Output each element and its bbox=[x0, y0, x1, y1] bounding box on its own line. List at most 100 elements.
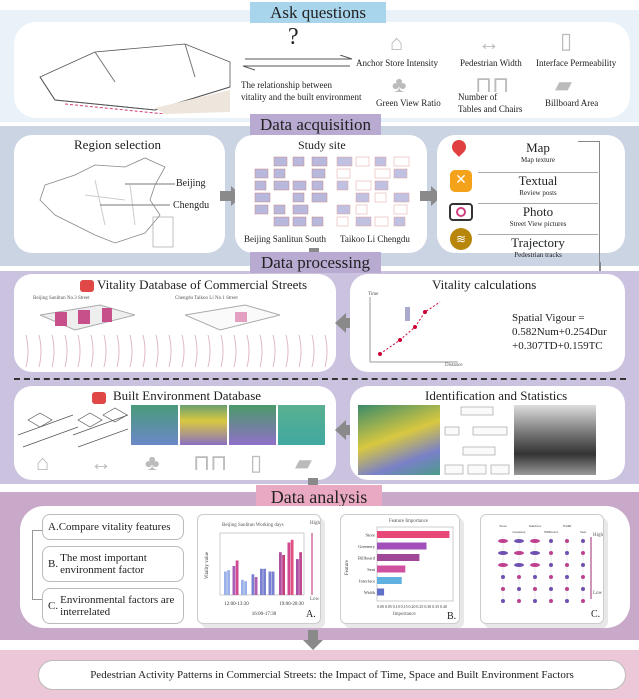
bar bbox=[232, 566, 236, 595]
vitality-calculations-title: Vitality calculations bbox=[432, 277, 537, 292]
bar bbox=[287, 542, 291, 595]
building-block bbox=[273, 156, 288, 167]
chairs-icon: ⊓⊓ bbox=[193, 450, 228, 475]
bar bbox=[268, 571, 272, 595]
window-icon: ▯ bbox=[250, 450, 263, 475]
building-block bbox=[374, 168, 391, 179]
store-icon: ⌂ bbox=[36, 450, 50, 475]
bar bbox=[260, 568, 263, 595]
building-block bbox=[311, 192, 328, 203]
street-a-model bbox=[40, 304, 135, 331]
chart-a-tag: A. bbox=[306, 609, 316, 620]
tree-icon: ♣ bbox=[392, 72, 407, 97]
building-block bbox=[374, 192, 387, 203]
building-block bbox=[393, 168, 408, 179]
building-block bbox=[374, 156, 387, 167]
dot bbox=[533, 587, 537, 591]
item-letter: B. bbox=[48, 558, 59, 570]
chart-b-title: Feature Importance bbox=[389, 519, 429, 524]
building-block bbox=[254, 192, 271, 203]
dot bbox=[565, 563, 569, 567]
vitality-profile bbox=[116, 334, 120, 368]
vitality-profile bbox=[324, 334, 328, 368]
dot bbox=[549, 563, 553, 567]
plot-frame bbox=[376, 526, 454, 602]
vitality-profile bbox=[25, 334, 29, 368]
wifi-icon: ≋ bbox=[450, 228, 472, 250]
store-icon: ⌂ bbox=[390, 30, 404, 55]
study-site-title: Study site bbox=[298, 138, 346, 152]
item-letter: A. bbox=[48, 521, 59, 533]
chart-a-card: Beijing Sanlitun Working days High Low 1… bbox=[197, 514, 321, 624]
source-trajectory-title: Trajectory bbox=[511, 235, 565, 250]
conclusion-box: Pedestrian Activity Patterns in Commerci… bbox=[38, 660, 626, 690]
dot bbox=[514, 539, 524, 543]
building-block bbox=[273, 180, 290, 191]
tree-icon: ♣ bbox=[145, 450, 160, 475]
building-block bbox=[254, 180, 267, 191]
bar bbox=[235, 560, 239, 595]
chairs-icon: ⊓⊓ bbox=[475, 72, 510, 97]
vitality-profile bbox=[168, 334, 172, 368]
column-label: Interface bbox=[529, 524, 542, 528]
building-block bbox=[311, 216, 324, 227]
dot bbox=[530, 563, 540, 567]
building-block bbox=[292, 204, 309, 215]
item-text: The most important environment factor bbox=[60, 552, 147, 576]
database-icon bbox=[80, 280, 94, 292]
building-block bbox=[254, 204, 269, 215]
source-photo-sub: Street View pictures bbox=[509, 220, 567, 228]
vitality-profile bbox=[51, 334, 55, 368]
analysis-item-b: B.The most important environment factor bbox=[42, 546, 184, 582]
dot bbox=[549, 575, 553, 579]
vitality-profile bbox=[194, 334, 198, 368]
chart-b-tag: B. bbox=[447, 611, 457, 622]
building-block bbox=[273, 216, 290, 227]
dot bbox=[517, 587, 521, 591]
dot bbox=[533, 599, 537, 603]
bar bbox=[279, 552, 282, 595]
building-block bbox=[336, 180, 349, 191]
bar bbox=[299, 552, 302, 595]
building-block bbox=[374, 216, 389, 227]
segmented-photo bbox=[180, 405, 227, 445]
dot bbox=[517, 599, 521, 603]
building-block bbox=[336, 156, 353, 167]
tick-label: 16:00-17:30 bbox=[252, 612, 277, 617]
dot bbox=[501, 587, 505, 591]
vitality-profile bbox=[64, 334, 68, 368]
bar bbox=[241, 579, 244, 595]
building-block bbox=[355, 204, 368, 215]
dashed-divider bbox=[14, 378, 626, 380]
building-block bbox=[355, 216, 372, 227]
vitality-profile bbox=[181, 334, 185, 368]
street-wireframes bbox=[18, 407, 128, 448]
analysis-item-c: C.Environmental factors are interrelated bbox=[42, 588, 184, 624]
vitality-profile bbox=[272, 334, 276, 368]
chart-b-xlabel: Importance bbox=[393, 612, 416, 617]
vitality-profile bbox=[77, 334, 81, 368]
building-block bbox=[393, 216, 406, 227]
analysis-item-a: A.Compare vitality features bbox=[42, 514, 184, 540]
chart-a-plot: 12:00-13:3016:00-17:3019:00-20:30Vitalit… bbox=[205, 532, 313, 617]
city-beijing: Beijing bbox=[176, 178, 206, 189]
vitality-profile bbox=[207, 334, 211, 368]
axis-time: Time bbox=[368, 292, 379, 297]
bar bbox=[282, 554, 285, 595]
chart-a-high: High bbox=[310, 521, 320, 526]
factor-green-view: Green View Ratio bbox=[376, 98, 441, 108]
building-block bbox=[273, 168, 286, 179]
building-block bbox=[374, 180, 389, 191]
dot bbox=[581, 551, 585, 555]
dot bbox=[498, 551, 508, 555]
building-block bbox=[311, 168, 326, 179]
chart-c-low: Low bbox=[593, 591, 603, 596]
bar bbox=[377, 577, 402, 584]
chart-c-tag: C. bbox=[591, 609, 601, 620]
dot bbox=[581, 563, 585, 567]
dot bbox=[514, 563, 524, 567]
bar bbox=[377, 565, 406, 573]
